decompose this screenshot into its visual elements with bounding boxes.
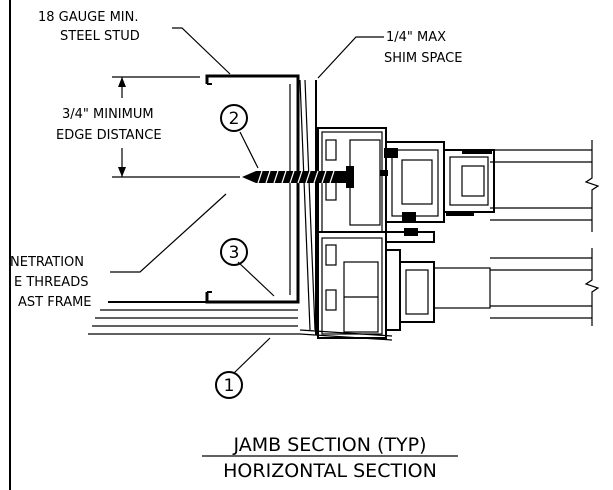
leader-lines xyxy=(110,27,384,374)
window-frame xyxy=(317,127,495,339)
glass-unit xyxy=(490,140,600,326)
marker-2-label: 2 xyxy=(229,109,240,129)
steel-stud xyxy=(205,74,300,304)
title-line1: JAMB SECTION (TYP) xyxy=(233,434,427,456)
shim-callout-line1: 1/4" MAX xyxy=(386,30,446,45)
penetration-callout-line1: NETRATION xyxy=(10,255,84,270)
marker-1-label: 1 xyxy=(224,376,235,396)
floor-lines xyxy=(88,301,393,341)
stud-callout-line2: STEEL STUD xyxy=(60,29,140,44)
edge-callout-line1: 3/4" MINIMUM xyxy=(62,107,154,122)
shim-callout-line2: SHIM SPACE xyxy=(384,51,462,66)
shim-space xyxy=(299,79,317,335)
penetration-callout-line3: AST FRAME xyxy=(18,295,92,310)
marker-3-label: 3 xyxy=(229,243,240,263)
title-line2: HORIZONTAL SECTION xyxy=(223,460,437,482)
stud-callout-line1: 18 GAUGE MIN. xyxy=(38,10,138,25)
fastener-screw xyxy=(242,166,354,188)
marker-3: 3 xyxy=(220,238,248,266)
marker-2: 2 xyxy=(220,104,248,132)
edge-distance-dimension xyxy=(112,76,240,178)
penetration-callout-line2: E THREADS xyxy=(14,275,88,290)
edge-callout-line2: EDGE DISTANCE xyxy=(56,128,162,143)
marker-1: 1 xyxy=(215,371,243,399)
